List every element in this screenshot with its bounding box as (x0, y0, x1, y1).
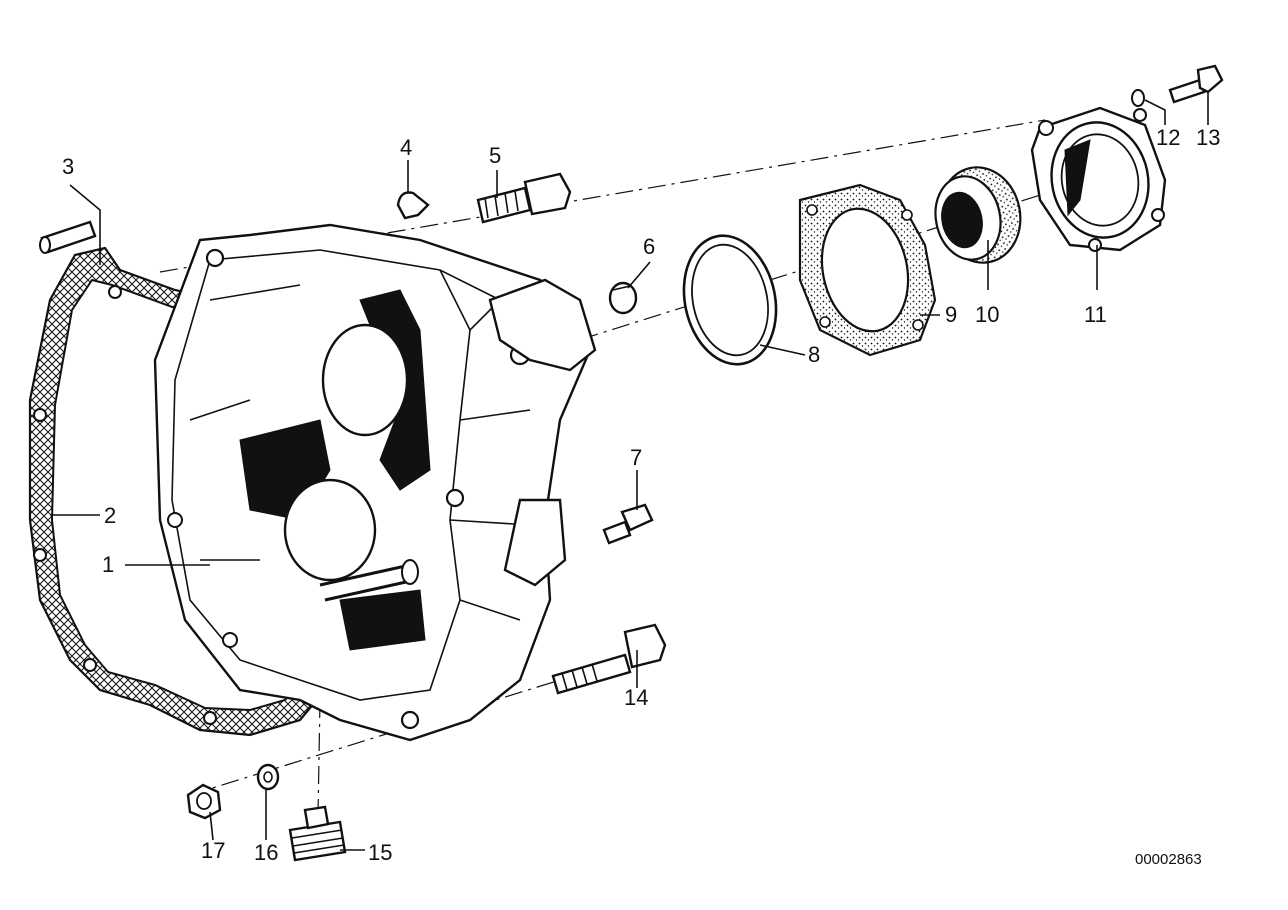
callout-6: 6 (643, 234, 655, 259)
cover-screw-part (1168, 64, 1224, 104)
callout-11: 11 (1084, 302, 1107, 327)
callout-labels: 1 2 3 4 5 6 7 8 9 10 11 12 13 14 15 16 1… (62, 125, 1220, 865)
screw-part (602, 503, 654, 545)
callout-14: 14 (624, 685, 648, 710)
callout-2: 2 (104, 503, 116, 528)
drain-washer-part (256, 763, 280, 791)
ring-part (682, 234, 778, 366)
callout-1: 1 (102, 552, 114, 577)
callout-12: 12 (1156, 125, 1180, 150)
hex-nut-part (186, 783, 222, 820)
hex-bolt-part (476, 172, 572, 224)
flange-gasket-part (798, 183, 937, 357)
callout-10: 10 (975, 302, 999, 327)
leader-lines (50, 92, 1209, 851)
dowel-pin-part (39, 220, 97, 254)
lock-plate-part (396, 191, 430, 220)
bearing-cover-part (1030, 106, 1167, 252)
diagram-id-label: 00002863 (1135, 851, 1202, 868)
callout-13: 13 (1196, 125, 1220, 150)
callout-9: 9 (945, 302, 957, 327)
callout-7: 7 (630, 445, 642, 470)
washer-part (1131, 89, 1145, 107)
drain-plug-part (288, 805, 347, 862)
callout-15: 15 (368, 840, 392, 865)
callout-4: 4 (400, 135, 412, 160)
callout-16: 16 (254, 840, 278, 865)
shaft-seal-part (934, 166, 1022, 264)
callout-17: 17 (201, 838, 225, 863)
callout-3: 3 (62, 154, 74, 179)
plug-part (608, 281, 638, 315)
transmission-housing-part (153, 223, 597, 742)
callout-8: 8 (808, 342, 820, 367)
callout-5: 5 (489, 143, 501, 168)
long-hex-bolt-part (551, 623, 667, 695)
